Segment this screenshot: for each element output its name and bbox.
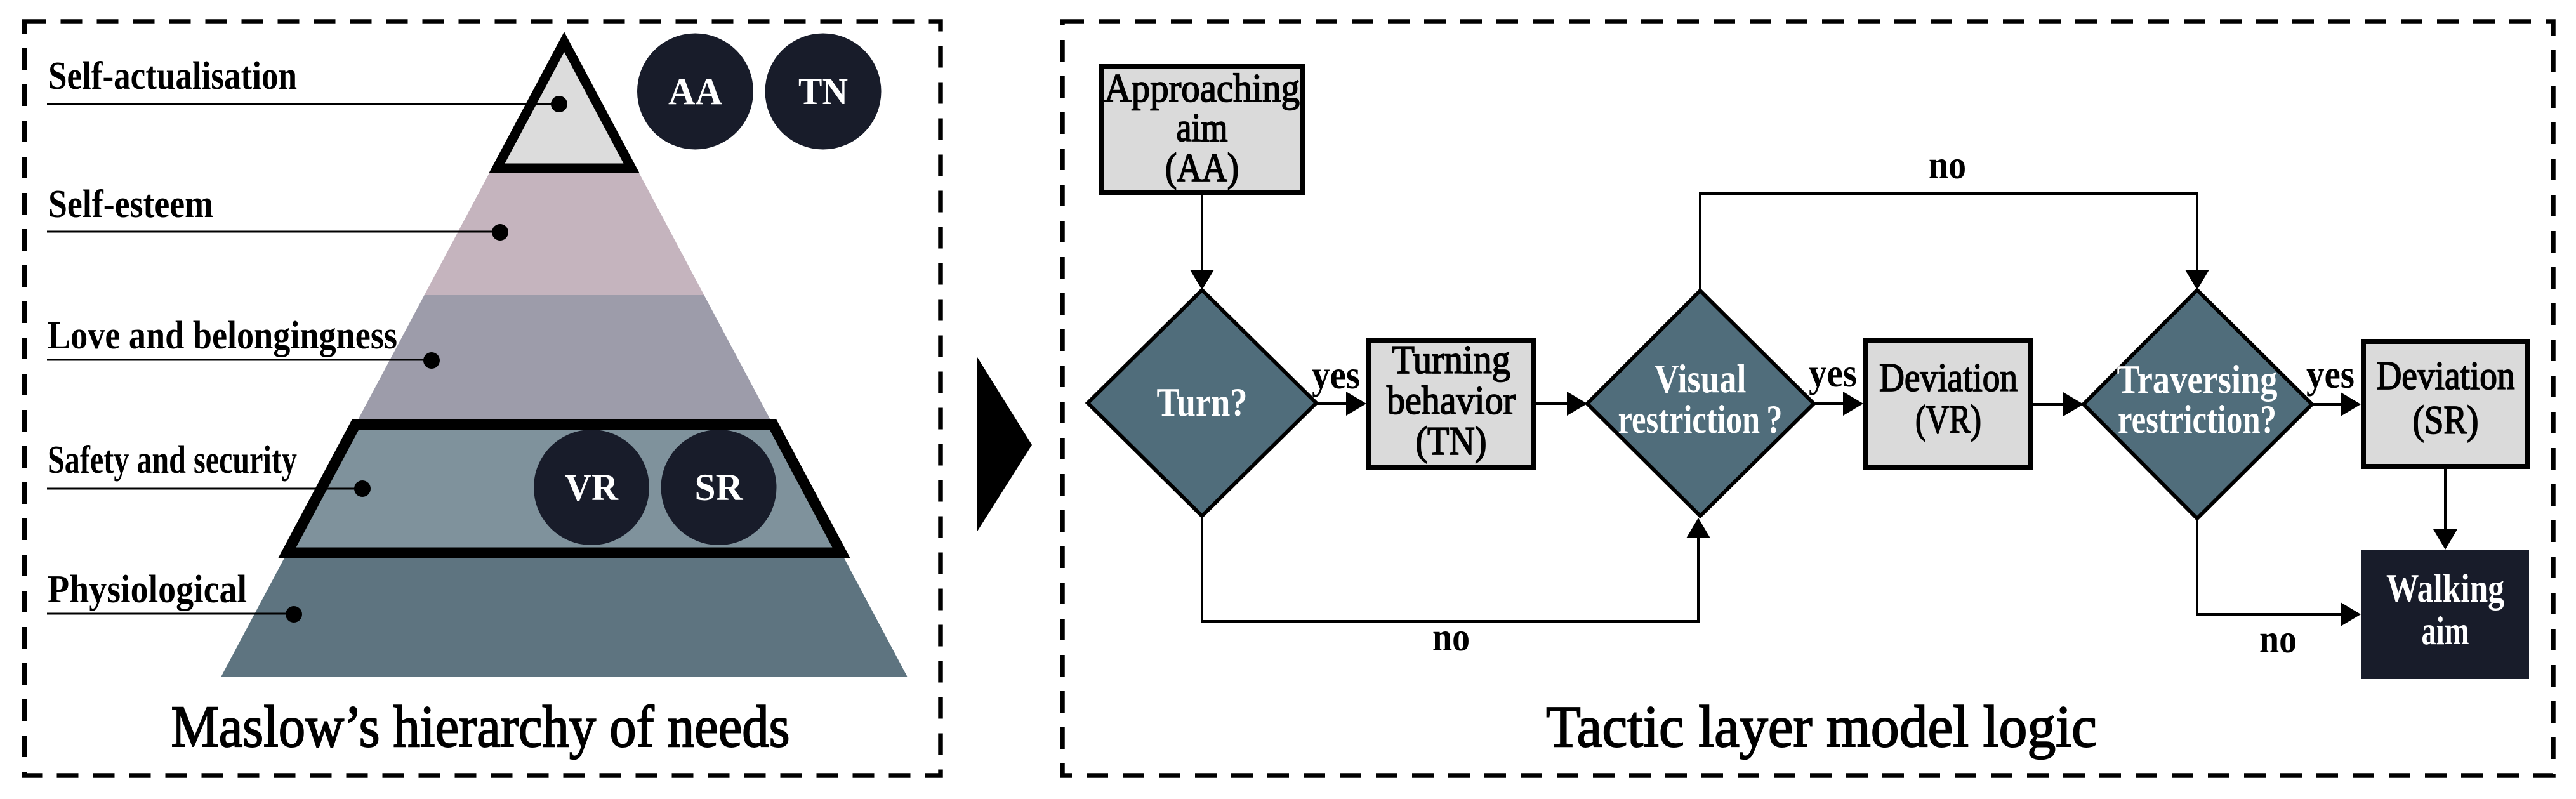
svg-text:Self-actualisation: Self-actualisation — [48, 55, 297, 98]
svg-text:(SR): (SR) — [2413, 397, 2479, 442]
svg-text:yes: yes — [1312, 352, 1360, 397]
svg-text:no: no — [1432, 614, 1470, 659]
svg-text:(TN): (TN) — [1416, 418, 1487, 463]
svg-text:Deviation: Deviation — [1879, 355, 2018, 400]
svg-text:Tactic layer model logic: Tactic layer model logic — [1546, 694, 2097, 760]
svg-text:Love and belongingness: Love and belongingness — [48, 314, 397, 357]
svg-text:(VR): (VR) — [1915, 397, 1981, 442]
svg-text:restriction ?: restriction ? — [1618, 397, 1783, 442]
svg-text:VR: VR — [565, 466, 619, 508]
svg-text:aim: aim — [1177, 105, 1228, 150]
svg-text:Approaching: Approaching — [1104, 65, 1300, 110]
svg-text:no: no — [1929, 142, 1966, 187]
svg-text:SR: SR — [695, 466, 744, 508]
svg-text:Turn?: Turn? — [1157, 380, 1248, 425]
svg-text:yes: yes — [1809, 350, 1857, 395]
svg-text:aim: aim — [2422, 608, 2469, 653]
svg-text:yes: yes — [2306, 352, 2355, 397]
svg-text:no: no — [2259, 616, 2297, 661]
svg-text:behavior: behavior — [1387, 378, 1516, 423]
svg-text:Walking: Walking — [2386, 565, 2504, 611]
svg-text:Self-esteem: Self-esteem — [48, 183, 213, 226]
svg-text:Traversing: Traversing — [2117, 357, 2278, 402]
svg-text:TN: TN — [798, 70, 848, 112]
svg-text:AA: AA — [668, 70, 722, 112]
svg-text:Deviation: Deviation — [2377, 353, 2515, 398]
svg-text:Physiological: Physiological — [48, 568, 247, 611]
svg-text:(AA): (AA) — [1165, 145, 1239, 190]
svg-text:restriction?: restriction? — [2118, 397, 2276, 442]
svg-text:Turning: Turning — [1392, 337, 1510, 382]
svg-text:Safety and security: Safety and security — [48, 439, 297, 482]
svg-text:Visual: Visual — [1655, 356, 1747, 401]
svg-text:Maslow’s hierarchy of needs: Maslow’s hierarchy of needs — [171, 694, 790, 760]
